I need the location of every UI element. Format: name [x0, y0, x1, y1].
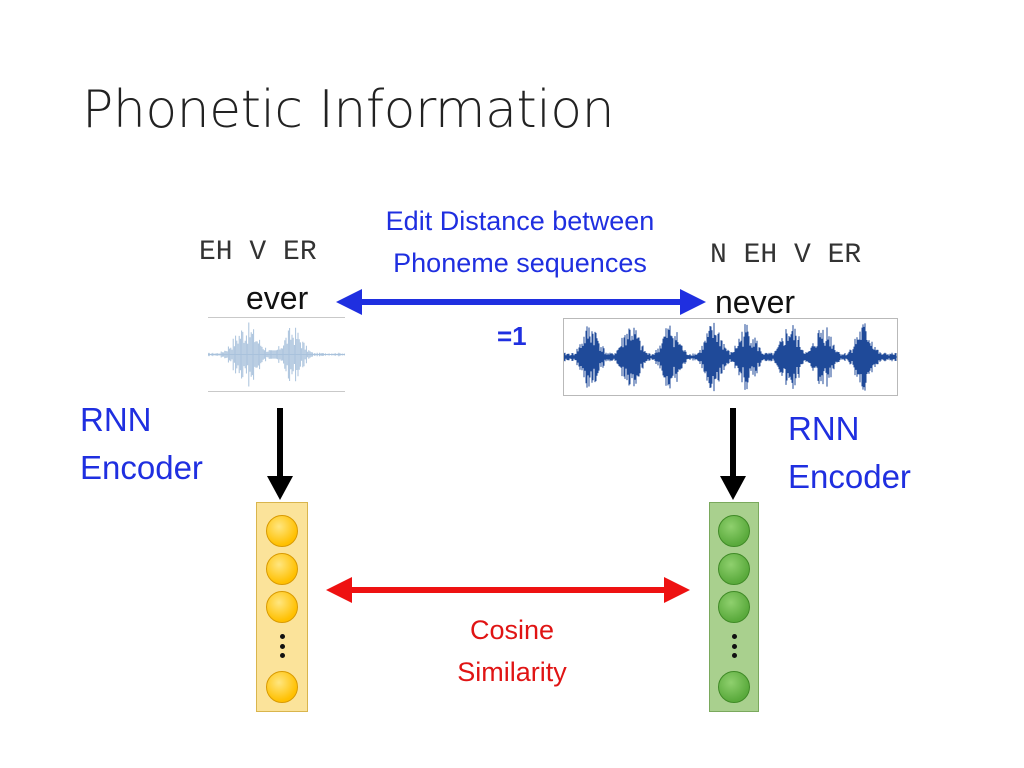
left-encoder-arrow: [267, 408, 293, 500]
left-phoneme-sequence: EH V ER: [199, 237, 317, 268]
ellipsis-dot: [731, 634, 737, 639]
cosine-similarity-label: Cosine Similarity: [432, 609, 592, 693]
vector-cell: [718, 515, 750, 547]
left-rnn-encoder-label: RNN Encoder: [80, 401, 203, 486]
edit-distance-arrow: [336, 289, 706, 315]
edit-distance-label-line2: Phoneme sequences: [393, 248, 647, 278]
ellipsis-dot: [279, 634, 285, 639]
cosine-similarity-label-line2: Similarity: [457, 657, 567, 687]
vector-cell: [266, 591, 298, 623]
vector-ellipsis: [710, 634, 758, 658]
cosine-similarity-arrow: [326, 577, 690, 603]
right-phoneme-sequence: N EH V ER: [710, 240, 862, 271]
waveform-icon: [563, 322, 897, 392]
left-waveform: [207, 317, 346, 392]
vector-cell: [718, 553, 750, 585]
edit-distance-label: Edit Distance between Phoneme sequences: [352, 200, 688, 284]
vector-ellipsis: [257, 634, 307, 658]
left-word: ever: [246, 280, 309, 316]
vector-cell: [266, 515, 298, 547]
right-word: never: [715, 284, 796, 320]
edit-distance-label-line1: Edit Distance between: [385, 206, 655, 236]
ellipsis-dot: [279, 653, 285, 658]
cosine-similarity-label-line1: Cosine: [469, 615, 555, 645]
right-embedding-vector: [709, 502, 759, 712]
vector-cell: [266, 553, 298, 585]
slide-title: Phonetic Information: [82, 80, 615, 140]
waveform-icon: [207, 322, 346, 387]
right-encoder-arrow: [720, 408, 746, 500]
vector-cell: [718, 591, 750, 623]
right-waveform: [563, 318, 898, 396]
ellipsis-dot: [731, 653, 737, 658]
edit-distance-value: =1: [497, 321, 527, 351]
vector-cell: [718, 671, 750, 703]
ellipsis-dot: [731, 643, 737, 649]
vector-cell: [266, 671, 298, 703]
right-rnn-encoder-label: RNN Encoder: [788, 410, 911, 495]
left-embedding-vector: [256, 502, 308, 712]
ellipsis-dot: [279, 643, 285, 649]
